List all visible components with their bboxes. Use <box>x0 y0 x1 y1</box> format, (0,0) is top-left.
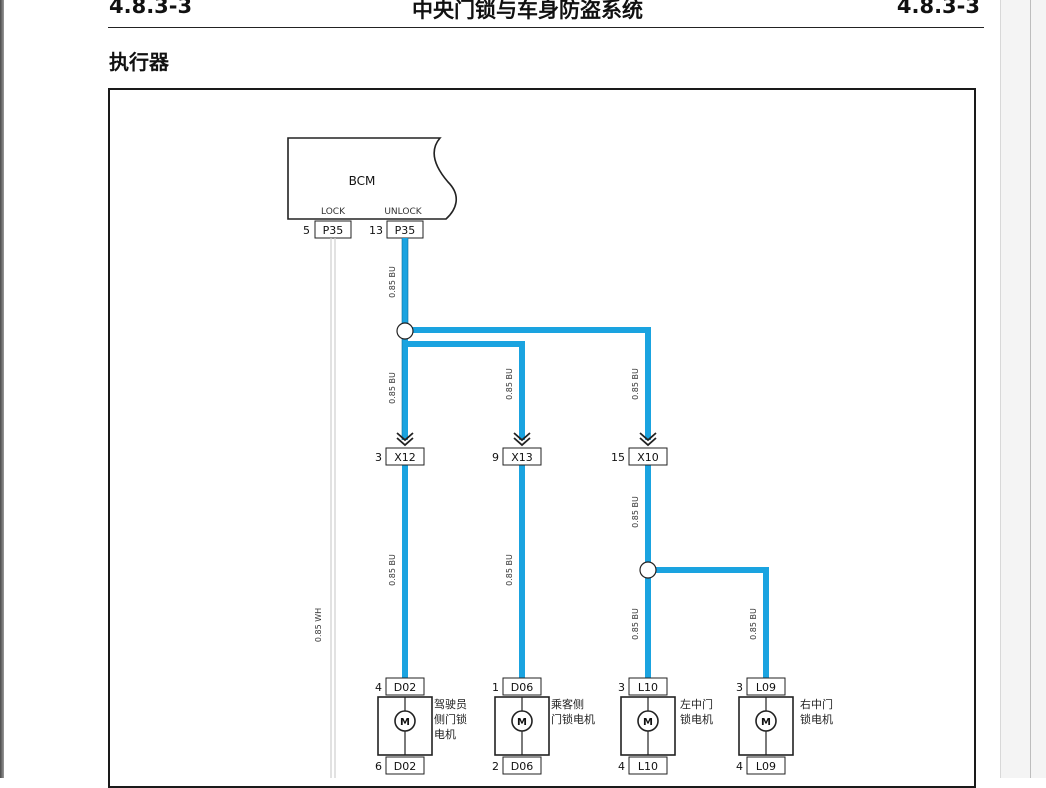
x12-pin-number: 3 <box>375 451 382 464</box>
motor-label-line-1: 右中门 <box>800 697 833 711</box>
connector-chevron-x12 <box>396 432 414 447</box>
motor-bottom-pin-number: 4 <box>618 760 625 773</box>
motor-bottom-connector-box <box>628 756 668 775</box>
x13-pin-number: 9 <box>492 451 499 464</box>
motor-symbol-circle <box>755 710 777 732</box>
window-left-edge <box>0 0 4 778</box>
bcm-unlock-connector: P35 <box>395 224 416 237</box>
page-edge-line <box>1030 0 1031 778</box>
motor-label-line-1: 乘客侧 <box>551 697 584 711</box>
rear-branch-wire-label: 0.85 BU <box>631 368 640 400</box>
connector-chevron-x13 <box>513 432 531 447</box>
passenger-door-lock-motor: 1 D06 M 2 D06 乘客侧 门锁电机 <box>492 677 595 775</box>
x13-connector: X13 <box>511 451 533 464</box>
motor-top-pin-number: 3 <box>736 681 743 694</box>
motor-top-connector: L10 <box>638 681 658 694</box>
motor-symbol-letter: M <box>400 717 410 728</box>
x10-pin-number: 15 <box>611 451 625 464</box>
motor-top-connector-box <box>746 677 786 696</box>
motor-symbol-circle <box>637 710 659 732</box>
motor-top-pin-number: 3 <box>618 681 625 694</box>
motor-label-line-3: 电机 <box>434 727 456 741</box>
motor-bottom-connector-box <box>385 756 425 775</box>
page-right-margin <box>1000 0 1046 778</box>
motor-label-line-2: 锁电机 <box>800 712 833 726</box>
motor-top-connector: D02 <box>394 681 416 694</box>
motor-label-line-1: 驾驶员 <box>434 697 467 711</box>
driver-branch-wire-label: 0.85 BU <box>388 372 397 404</box>
motor-bottom-connector: L10 <box>638 760 658 773</box>
bcm-label: BCM <box>349 174 376 188</box>
motor-symbol-letter: M <box>643 717 653 728</box>
motor-top-connector-box <box>385 677 425 696</box>
rear-branch-wire <box>405 327 651 440</box>
bcm-unlock-pin-number: 13 <box>369 224 383 237</box>
motor-bottom-connector-box <box>502 756 542 775</box>
motor-top-connector: L09 <box>756 681 776 694</box>
bcm-module-box <box>287 137 457 220</box>
motor-bottom-pin-number: 4 <box>736 760 743 773</box>
right-rear-lower-wire-label: 0.85 BU <box>749 608 758 640</box>
splice-point-upper <box>396 322 414 340</box>
motor-label-line-2: 门锁电机 <box>551 712 595 726</box>
motor-label-line-1: 左中门 <box>680 697 713 711</box>
motor-label-line-2: 锁电机 <box>680 712 713 726</box>
motor-top-connector-box <box>628 677 668 696</box>
bcm-pin-name-lock: LOCK <box>321 207 346 217</box>
x10-connector: X10 <box>637 451 659 464</box>
motor-bottom-connector: L09 <box>756 760 776 773</box>
passenger-branch-wire <box>405 341 525 440</box>
motor-top-connector: D06 <box>511 681 533 694</box>
rear-lower-wire-label: 0.85 BU <box>631 496 640 528</box>
bcm-lock-connector-box <box>314 220 352 239</box>
passenger-branch-wire-label: 0.85 BU <box>505 368 514 400</box>
motor-bottom-pin-number: 6 <box>375 760 382 773</box>
bcm-lock-pin-number: 5 <box>303 224 310 237</box>
motor-symbol-circle <box>511 710 533 732</box>
x12-connector: X12 <box>394 451 416 464</box>
x10-connector-box <box>628 447 668 466</box>
motor-top-pin-number: 1 <box>492 681 499 694</box>
unlock-main-wire-label: 0.85 BU <box>388 266 397 298</box>
motor-label-line-2: 侧门锁 <box>434 712 467 726</box>
driver-lower-wire-label: 0.85 BU <box>388 554 397 586</box>
motor-top-connector-box <box>502 677 542 696</box>
x12-connector-box <box>385 447 425 466</box>
left-rear-lower-wire-label: 0.85 BU <box>631 608 640 640</box>
section-title: 执行器 <box>109 50 169 74</box>
motor-symbol-circle <box>394 710 416 732</box>
motor-bottom-connector: D02 <box>394 760 416 773</box>
splice-point-lower <box>639 561 657 579</box>
motor-symbol-letter: M <box>761 717 771 728</box>
header-section-code-right: 4.8.3-3 <box>896 0 980 18</box>
header-title: 中央门锁与车身防盗系统 <box>412 0 643 22</box>
header-section-code-left: 4.8.3-3 <box>109 0 193 18</box>
motor-bottom-pin-number: 2 <box>492 760 499 773</box>
x13-connector-box <box>502 447 542 466</box>
bcm-lock-connector: P35 <box>323 224 344 237</box>
bcm-pin-name-unlock: UNLOCK <box>384 207 422 217</box>
motor-symbol-letter: M <box>517 717 527 728</box>
left-middle-door-lock-motor: 3 L10 M 4 L10 左中门 锁电机 <box>618 677 713 775</box>
driver-door-lock-motor: 4 D02 M 6 D02 驾驶员 侧门锁 电机 <box>375 677 467 775</box>
right-rear-lower-wire <box>648 567 769 680</box>
lock-wire-label: 0.85 WH <box>314 608 323 642</box>
right-middle-door-lock-motor: 3 L09 M 4 L09 右中门 锁电机 <box>736 677 833 775</box>
motor-top-pin-number: 4 <box>375 681 382 694</box>
motor-bottom-connector-box <box>746 756 786 775</box>
motor-bottom-connector: D06 <box>511 760 533 773</box>
passenger-lower-wire-label: 0.85 BU <box>505 554 514 586</box>
header-rule <box>108 27 984 28</box>
connector-chevron-x10 <box>639 432 657 447</box>
